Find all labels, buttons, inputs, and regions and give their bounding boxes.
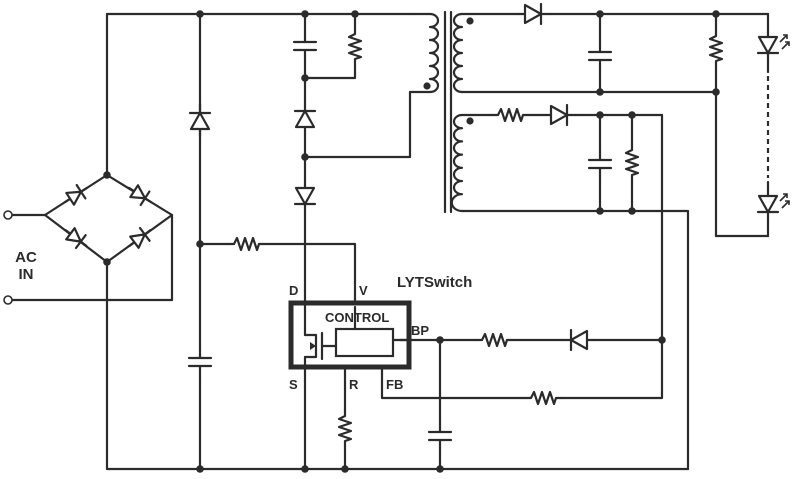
mosfet-icon — [303, 331, 338, 361]
pin-label-d: D — [289, 283, 298, 298]
ac-in-label: AC — [15, 249, 37, 266]
pin-label-v: V — [359, 283, 368, 298]
lytswitch-ic — [288, 300, 412, 370]
resistor-icon — [708, 28, 724, 68]
diode-icon — [188, 102, 212, 138]
junction-dots — [103, 10, 720, 473]
capacitor-icon — [587, 148, 613, 180]
resistor-icon — [347, 26, 363, 66]
resistor-icon — [490, 107, 530, 123]
diode-icon — [293, 100, 317, 136]
resistor-icon — [337, 408, 353, 448]
ac-in-label: IN — [19, 266, 34, 283]
diode-icon — [542, 103, 578, 127]
circuit-wires — [10, 12, 770, 471]
pin-label-s: S — [289, 377, 298, 392]
ac-terminal — [3, 210, 13, 220]
control-block — [334, 327, 395, 358]
capacitor-icon — [187, 346, 213, 378]
pin-label-bp: BP — [411, 323, 429, 338]
ic-name-label: LYTSwitch — [397, 274, 472, 291]
resistor-icon — [474, 332, 514, 348]
control-label: CONTROL — [325, 310, 389, 325]
led-icon — [756, 187, 791, 223]
bridge-rectifier — [59, 180, 157, 254]
resistor-icon — [226, 236, 266, 252]
capacitor-icon — [587, 40, 613, 72]
led-icon — [756, 28, 791, 64]
pin-label-fb: FB — [386, 377, 403, 392]
pin-label-r: R — [349, 377, 359, 392]
capacitor-icon — [292, 34, 318, 58]
resistor-icon — [624, 142, 640, 182]
diode-icon — [123, 180, 157, 210]
resistor-icon — [523, 390, 563, 406]
diode-icon — [516, 2, 552, 26]
diode-icon — [123, 222, 157, 254]
diode-icon — [293, 179, 317, 215]
diode-icon — [59, 222, 93, 254]
ac-terminal — [3, 295, 13, 305]
capacitor-icon — [427, 420, 453, 452]
diode-icon — [560, 328, 596, 352]
transformer-icon — [423, 10, 474, 214]
diode-icon — [59, 180, 93, 210]
